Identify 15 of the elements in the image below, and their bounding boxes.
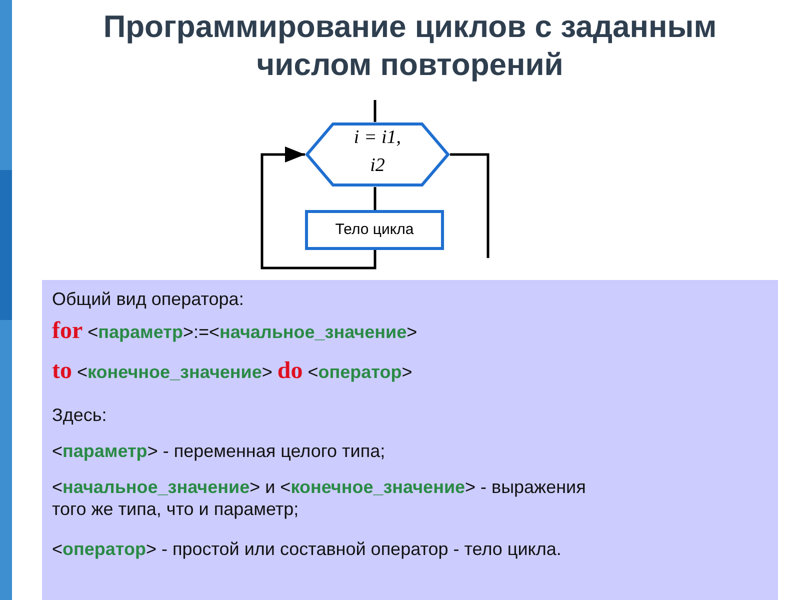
code-line: to <конечное_значение> do <оператор>: [52, 360, 412, 383]
slide-title: Программирование циклов с заданным числом повторений: [102, 8, 718, 84]
arrow: [260, 146, 376, 270]
connector-line: [450, 153, 490, 258]
connector-line: [374, 187, 376, 210]
connector-line: [374, 100, 376, 122]
info-panel: [42, 280, 778, 600]
text-line: <начальное_значение> и <конечное_значение> - выражения того же типа, что и параметр;: [52, 476, 587, 520]
loop-condition: i = i1, i2: [352, 126, 402, 178]
text-line: <параметр> - переменная целого типа;: [52, 440, 386, 462]
text-line: Здесь:: [52, 404, 107, 426]
text-line: <оператор> - простой или составной оператор - тело цикла.: [52, 538, 562, 560]
text-line: Общий вид оператора:: [52, 288, 244, 310]
code-line: for <параметр>:=<начальное_значение>: [52, 320, 418, 343]
box-label: Тело цикла: [334, 220, 415, 240]
